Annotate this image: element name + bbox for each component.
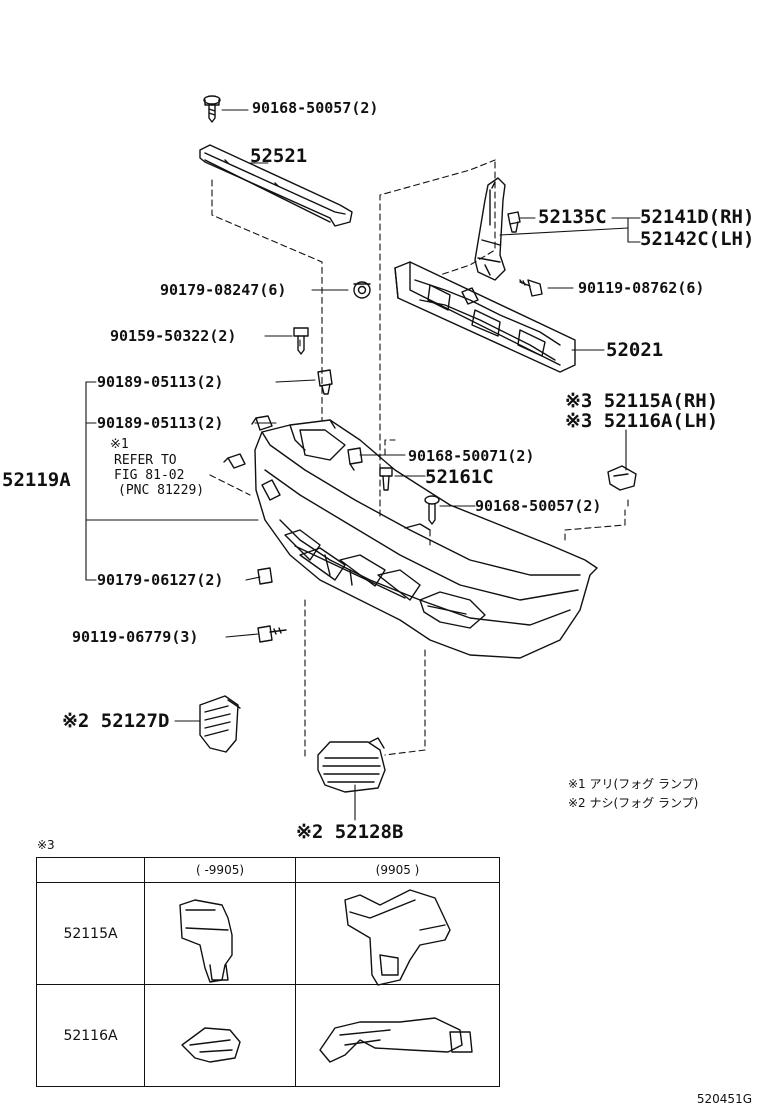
label-90119-08762: 90119-08762(6)	[578, 279, 705, 297]
label-90168-50057-mid: 90168-50057(2)	[475, 497, 602, 515]
label-note1-mark: ※1	[110, 437, 129, 452]
label-52135C: 52135C	[538, 206, 607, 228]
table-header-col1: ( -9905)	[144, 857, 296, 883]
table-header-blank	[36, 857, 145, 883]
clip-52161C-icon	[379, 467, 393, 491]
fog-cover-52128B-icon	[317, 737, 386, 793]
label-52521: 52521	[250, 145, 308, 167]
table-header-col2: (9905 )	[295, 857, 500, 883]
table-row-label-52116A: 52116A	[36, 984, 145, 1087]
label-90189-05113-a: 90189-05113(2)	[97, 373, 224, 391]
clip-90189-a-icon	[317, 369, 333, 395]
bolt-90119-06779-icon	[257, 625, 287, 643]
label-90179-08247: 90179-08247(6)	[160, 281, 287, 299]
bolt-90168-50071-icon	[347, 447, 363, 471]
table-note: ※3	[37, 838, 55, 852]
legend-note-1: ※1 アリ(フォグ ランプ)	[568, 777, 699, 791]
label-52116A: ※3 52116A(LH)	[565, 410, 719, 432]
label-52161C: 52161C	[425, 466, 494, 488]
label-90189-05113-b: 90189-05113(2)	[97, 414, 224, 432]
solid-leaders	[85, 109, 641, 821]
label-90168-50071: 90168-50071(2)	[408, 447, 535, 465]
bolt-90119-08762-icon	[519, 279, 543, 297]
fog-connector-icon	[223, 453, 246, 469]
label-52119A: 52119A	[2, 469, 71, 491]
label-90168-50057-top: 90168-50057(2)	[252, 99, 379, 117]
nut-90179-06127-icon	[257, 567, 273, 585]
label-90119-06779: 90119-06779(3)	[72, 628, 199, 646]
label-52021: 52021	[606, 339, 664, 361]
table-cell-52116A-new	[295, 984, 500, 1087]
reinforcement-52021-icon	[394, 261, 576, 373]
table-cell-52115A-old	[144, 882, 296, 985]
clip-52135C-icon	[507, 211, 521, 233]
variant-table: ( -9905) (9905 ) 52115A 52116A	[36, 857, 500, 1087]
bumper-cover-52119A-icon	[254, 419, 598, 659]
label-52115A: ※3 52115A(RH)	[565, 390, 719, 412]
table-row-label-52115A: 52115A	[36, 882, 145, 985]
label-90159-50322: 90159-50322(2)	[110, 327, 237, 345]
bracket-52141D-icon	[474, 177, 506, 281]
clip-90189-b-icon	[251, 415, 273, 431]
label-52127D: ※2 52127D	[62, 710, 170, 732]
label-90179-06127: 90179-06127(2)	[97, 571, 224, 589]
label-52142C: 52142C(LH)	[640, 228, 755, 250]
bolt-90159-50322-icon	[293, 327, 309, 355]
label-refer-to: REFER TO	[114, 453, 177, 468]
label-52141D: 52141D(RH)	[640, 206, 755, 228]
figure-code: 520451G	[696, 1092, 752, 1106]
bolt-90168-50057-mid-icon	[424, 495, 440, 525]
label-refer-pnc: (PNC 81229)	[118, 483, 205, 498]
label-refer-fig: FIG 81-02	[114, 468, 185, 483]
nut-90179-08247-icon	[353, 281, 371, 299]
table-cell-52116A-old	[144, 984, 296, 1087]
label-52128B: ※2 52128B	[296, 821, 404, 843]
clip-52115A-icon	[607, 465, 637, 491]
bracket-52521-icon	[199, 144, 353, 227]
legend-note-2: ※2 ナシ(フォグ ランプ)	[568, 796, 699, 810]
fog-cover-52127D-icon	[199, 695, 241, 753]
leader-lines	[209, 159, 626, 761]
bolt-top-icon	[203, 95, 221, 123]
table-cell-52115A-new	[295, 882, 500, 985]
